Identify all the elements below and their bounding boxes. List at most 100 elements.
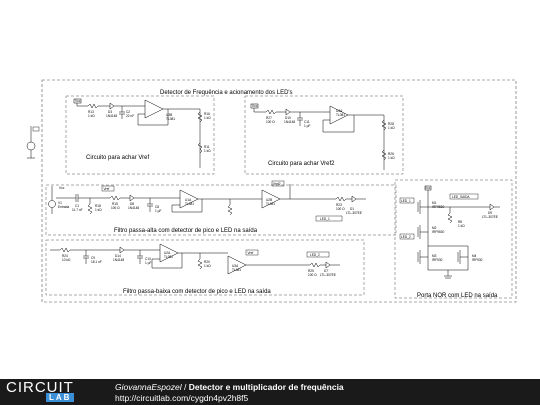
lowpass-frame xyxy=(45,239,365,296)
circuit-url[interactable]: http://circuitlab.com/cygdn4pv2h8f5 xyxy=(115,393,249,403)
c8-value: 1 µF xyxy=(155,209,161,213)
r8-value: 1 kΩ xyxy=(458,224,465,228)
lowpass-title: Filtro passa-baixa com detector de pico … xyxy=(123,289,271,295)
circuitlab-logo[interactable]: CIRCUIT LAB xyxy=(6,379,94,403)
u2a-value: TL081 xyxy=(164,255,173,259)
vcc-left-label: Vcc xyxy=(75,99,81,103)
nor-title: Porta NOR com LED na saída xyxy=(417,293,498,299)
d7-value: LTL-307EE xyxy=(320,273,336,277)
u2b-value: TL081 xyxy=(266,202,275,206)
r18-label: R18 xyxy=(95,204,101,208)
author-name[interactable]: GiovannaEspozel xyxy=(115,382,182,392)
highpass-frame xyxy=(45,184,397,236)
highpass-circuit xyxy=(48,184,366,216)
vcc-highpass: Vcc xyxy=(59,186,65,190)
vref-tag-lowpass-label: Vref xyxy=(248,251,254,255)
d10-label: D10 xyxy=(285,116,291,120)
r20-value: 1 kΩ xyxy=(204,264,211,268)
r27-label: R27 xyxy=(266,116,272,120)
footer-bar xyxy=(0,379,540,405)
c11-label: C11 xyxy=(304,120,310,124)
r27-value: 100 Ω xyxy=(266,120,275,124)
d10-value: 1N4148 xyxy=(284,120,295,124)
vref2-tag-highpass-label: Vref2 xyxy=(273,182,281,186)
c9-label: C9 xyxy=(91,256,95,260)
r24-label: R24 xyxy=(62,254,68,258)
led2-tag-label: LED_2 xyxy=(310,253,320,257)
u3b-value: TL081 xyxy=(166,117,175,121)
led1-tag-label: LED_1 xyxy=(320,217,330,221)
led1-tag xyxy=(315,215,343,222)
m3-label: M3 xyxy=(432,254,437,258)
r25-value: 100 Ω xyxy=(308,273,317,277)
u1a-label: U1A xyxy=(185,198,192,202)
r11-value: 1 kΩ xyxy=(204,149,211,153)
u2a-label: U2A xyxy=(164,251,171,255)
c11-value: 1 µF xyxy=(304,124,310,128)
d1-value: LTL-307EE xyxy=(346,211,362,215)
m4-value: IRF530 xyxy=(472,258,483,262)
led2-tag-nor-label: LED_2 xyxy=(401,235,411,239)
vref-right-circuit xyxy=(250,103,387,170)
u2b-label: U2B xyxy=(266,198,272,202)
c10-value: 1 µF xyxy=(145,261,151,265)
r20-label: R20 xyxy=(204,260,210,264)
credit-separator: / xyxy=(181,382,189,392)
r18-value: 1 kΩ xyxy=(95,208,102,212)
vcc-nor: Vcc xyxy=(425,186,431,190)
r28-label: R28 xyxy=(388,122,394,126)
c10-label: C10 xyxy=(145,257,151,261)
u3a-value: TL081 xyxy=(232,268,241,272)
led-saida-tag-label: LED_SAIDA xyxy=(452,195,470,199)
m2-value: IRF9530 xyxy=(432,230,444,234)
main-source xyxy=(26,126,40,159)
outer-frame xyxy=(41,79,517,303)
d14-label: D14 xyxy=(115,254,121,258)
led-saida-tag xyxy=(449,193,479,200)
logo-lab-text: LAB xyxy=(46,393,75,402)
led1-tag-nor-label: LED_1 xyxy=(401,199,411,203)
nor-circuit xyxy=(417,185,500,279)
schematic-canvas: R13 1 kΩ D3 1N4148 C2 22 nF U3B TL081 R1… xyxy=(26,79,517,303)
m1-label: M1 xyxy=(432,201,437,205)
circuit-title[interactable]: Detector e multiplicador de frequência xyxy=(188,382,344,392)
r10-value: 1 kΩ xyxy=(204,116,211,120)
r26-label: R26 xyxy=(388,152,394,156)
vref-right-title: Circuito para achar Vref2 xyxy=(268,161,335,167)
m4-label: M4 xyxy=(472,254,477,258)
d9-value: LTL-307EE xyxy=(482,215,498,219)
v1-label: V1 xyxy=(58,201,62,205)
u1a-value: TL081 xyxy=(185,202,194,206)
logo-circuit-text: CIRCUIT xyxy=(6,379,74,396)
m1-value: IRF9530 xyxy=(432,205,444,209)
u3a-label: U3A xyxy=(232,264,239,268)
c2-value: 22 nF xyxy=(126,114,134,118)
r28-value: 1 kΩ xyxy=(388,126,395,130)
r15-value: 100 Ω xyxy=(111,206,120,210)
m2-label: M2 xyxy=(432,226,437,230)
d1-label: D1 xyxy=(350,207,354,211)
d7-label: D7 xyxy=(324,269,328,273)
d3-label: D3 xyxy=(108,110,112,114)
u4a-value: TL081 xyxy=(336,113,345,117)
r8-label: R8 xyxy=(458,220,462,224)
c8-label: C8 xyxy=(155,205,159,209)
r25-label: R25 xyxy=(308,269,314,273)
v1-value: Entrada xyxy=(58,205,69,209)
c2-label: C2 xyxy=(126,110,130,114)
d9-label: D9 xyxy=(488,211,492,215)
r15-label: R15 xyxy=(112,202,118,206)
vref-tag-lowpass xyxy=(245,249,259,256)
r23-label: R23 xyxy=(336,203,342,207)
vref-tag-highpass xyxy=(101,185,115,192)
detector-title: Detector de Frequência e acionamento dos… xyxy=(160,90,293,96)
c1-value: 11.7 nF xyxy=(72,208,83,212)
vcc-right-label: Vcc xyxy=(252,104,258,108)
r11-label: R11 xyxy=(204,145,210,149)
led1-tag-nor xyxy=(399,197,415,204)
vref-left-title: Circuito para achar Vref xyxy=(86,155,150,161)
d8-label: D8 xyxy=(130,202,134,206)
u4a-label: U4A xyxy=(336,109,343,113)
lowpass-circuit xyxy=(50,243,340,275)
r26-value: 1 kΩ xyxy=(388,156,395,160)
